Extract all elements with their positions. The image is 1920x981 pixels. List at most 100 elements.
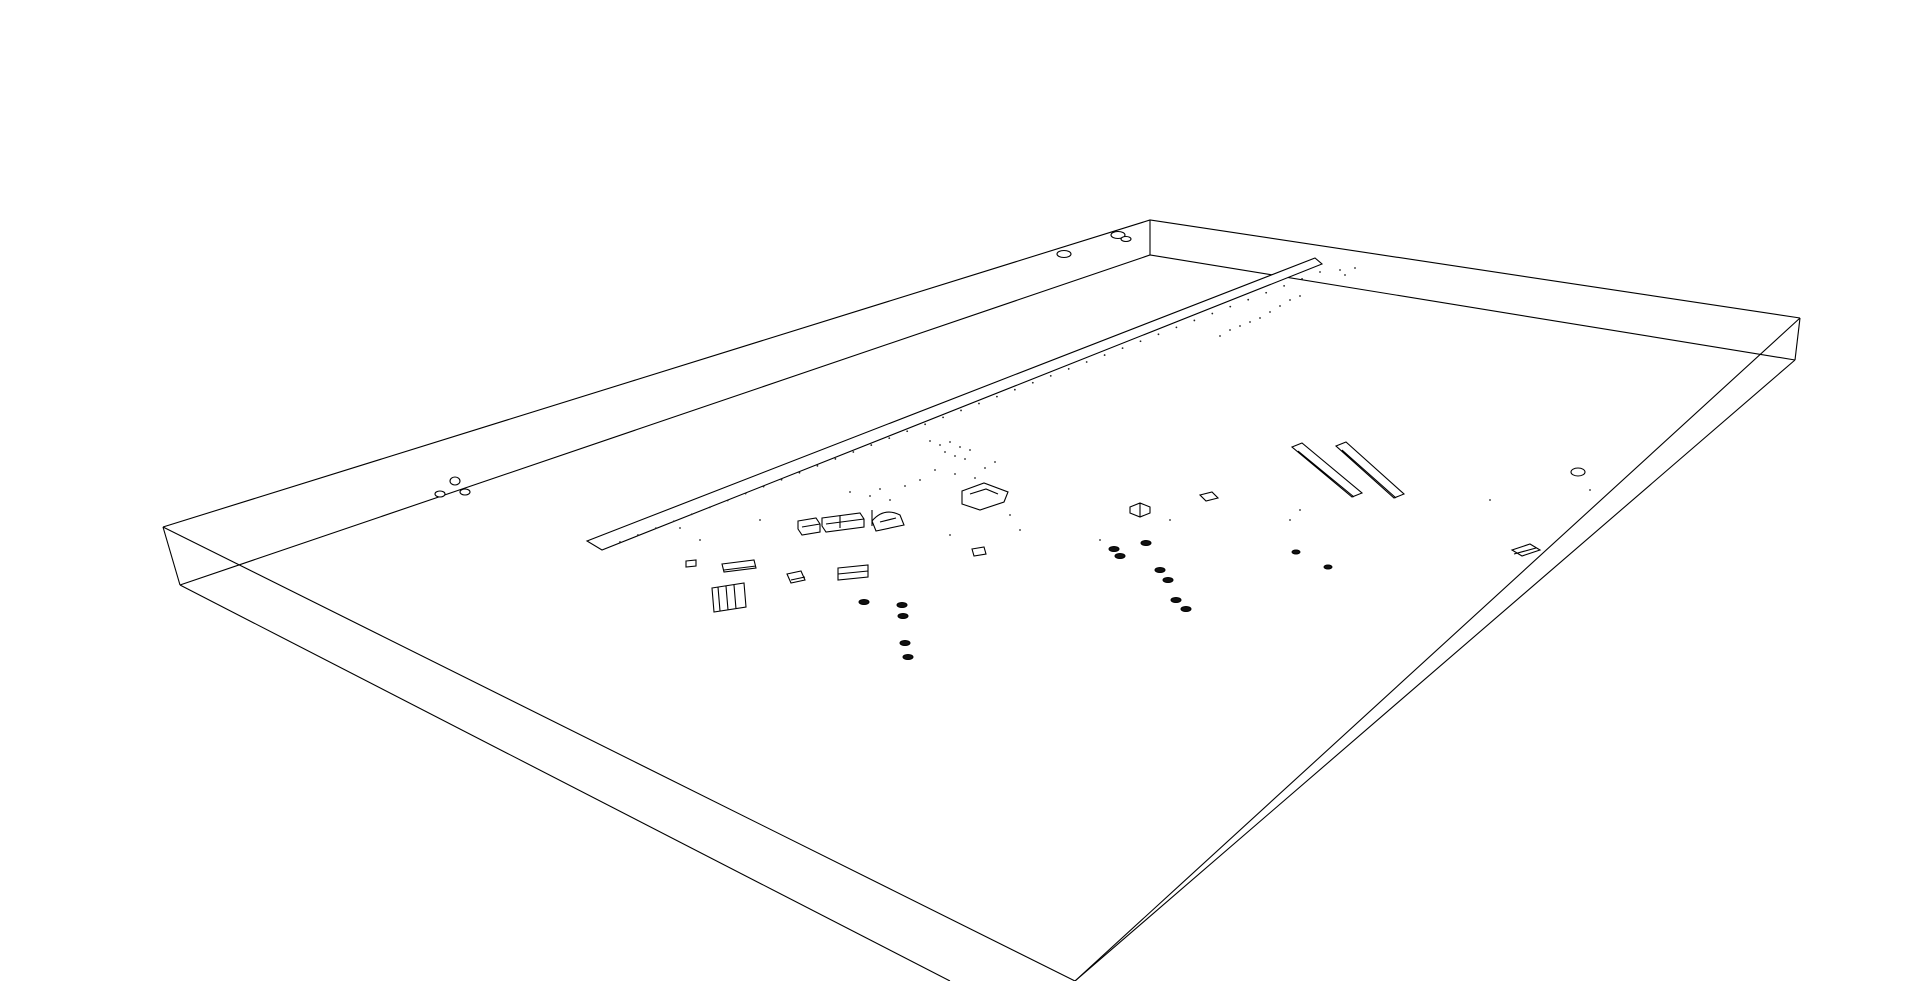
marker-dot xyxy=(954,473,956,475)
marker-dot xyxy=(780,478,783,481)
marker-dot xyxy=(744,492,747,495)
marker-dot xyxy=(816,464,819,467)
long-hangar-2 xyxy=(1334,441,1406,499)
slab-bottom-left xyxy=(179,584,951,981)
marker-dot xyxy=(1265,291,1268,294)
marker-dot xyxy=(1219,335,1221,337)
marker-dot xyxy=(1289,299,1291,301)
shed-block-1 xyxy=(721,559,757,573)
hangar-1 xyxy=(797,517,821,536)
scattered-markers xyxy=(619,267,1591,543)
marker-dot xyxy=(1279,305,1281,307)
marker-dot xyxy=(762,485,765,488)
aircraft-8 xyxy=(1140,540,1152,546)
left-edge-object-2 xyxy=(449,476,461,486)
left-buildings xyxy=(685,482,1009,613)
shed-block-3 xyxy=(837,564,869,581)
marker-dot xyxy=(852,451,855,453)
long-hangar-1 xyxy=(1290,442,1364,498)
marker-dot xyxy=(672,520,675,523)
marker-dot xyxy=(1354,267,1356,269)
marker-dot xyxy=(834,458,837,460)
aircraft-14 xyxy=(1323,564,1333,570)
marker-dot xyxy=(942,416,944,419)
aircraft-11 xyxy=(1170,597,1182,603)
marker-dot xyxy=(1013,388,1016,391)
marker-dot xyxy=(1319,271,1321,273)
marker-dot xyxy=(919,479,921,481)
warehouse-ribbed xyxy=(711,582,747,613)
marker-dot xyxy=(964,458,966,460)
marker-dot xyxy=(974,477,976,479)
marker-dot xyxy=(1339,269,1341,271)
marker-dot xyxy=(654,527,657,530)
marker-dot xyxy=(699,539,701,541)
marker-dot xyxy=(904,485,906,487)
runway xyxy=(585,257,1324,551)
marker-dot xyxy=(978,402,980,405)
left-edge-object-3 xyxy=(459,488,471,496)
marker-dot xyxy=(1301,278,1303,280)
marker-dot xyxy=(1121,347,1124,350)
far-object-1 xyxy=(1056,249,1072,259)
aircraft xyxy=(858,540,1333,660)
marker-dot xyxy=(869,495,871,497)
runway-strip xyxy=(585,257,1324,551)
marker-dot xyxy=(1229,329,1231,331)
marker-dot xyxy=(1169,519,1171,521)
marker-dot xyxy=(619,541,621,543)
marker-dot xyxy=(1589,489,1591,491)
marker-dot xyxy=(889,499,891,501)
marker-dot xyxy=(929,440,931,442)
aircraft-9 xyxy=(1154,567,1166,573)
marker-dot xyxy=(798,471,801,474)
marker-dot xyxy=(1085,361,1088,363)
mid-buildings xyxy=(1129,441,1586,557)
marker-dot xyxy=(960,409,962,412)
aircraft-13 xyxy=(1291,549,1301,555)
slab-bottom-right xyxy=(1074,359,1796,981)
marker-dot xyxy=(959,446,961,448)
aircraft-7 xyxy=(1114,553,1126,559)
aircraft-1 xyxy=(858,599,870,605)
marker-dot xyxy=(1229,305,1232,308)
marker-dot xyxy=(849,491,851,493)
marker-dot xyxy=(1489,499,1491,501)
marker-dot xyxy=(939,444,941,446)
marker-dot xyxy=(690,513,693,516)
marker-dot xyxy=(1283,284,1286,287)
small-box-1 xyxy=(1198,491,1220,502)
small-building-1 xyxy=(685,559,697,568)
marker-dot xyxy=(1049,374,1052,377)
marker-dot xyxy=(984,467,986,469)
hangar-2 xyxy=(821,512,865,533)
ground-slab xyxy=(162,219,1801,981)
marker-dot xyxy=(1019,529,1021,531)
marker-dot xyxy=(888,437,891,440)
marker-dot xyxy=(759,519,761,521)
marker-dot xyxy=(1193,319,1196,322)
marker-dot xyxy=(1344,274,1346,276)
terminal-building xyxy=(961,482,1009,511)
marker-dot xyxy=(1269,311,1271,313)
marker-dot xyxy=(994,461,996,463)
marker-dot xyxy=(906,430,909,433)
left-edge-object-1 xyxy=(434,490,446,498)
marker-dot xyxy=(726,499,729,502)
marker-dot xyxy=(949,441,951,443)
marker-dot xyxy=(1103,354,1106,356)
marker-dot xyxy=(879,488,881,490)
slab-top-near-edge-left xyxy=(162,526,1076,981)
marker-dot xyxy=(949,534,951,536)
marker-dot xyxy=(1031,381,1034,384)
slab-top-near-edge-right xyxy=(1074,317,1801,981)
far-edge-objects xyxy=(434,230,1132,498)
aircraft-4 xyxy=(899,640,911,646)
slab-right-vertical xyxy=(1794,317,1801,361)
far-object-2 xyxy=(1110,230,1126,240)
marker-dot xyxy=(1249,321,1251,323)
marker-dot xyxy=(1211,312,1214,315)
marker-dot xyxy=(969,449,971,451)
